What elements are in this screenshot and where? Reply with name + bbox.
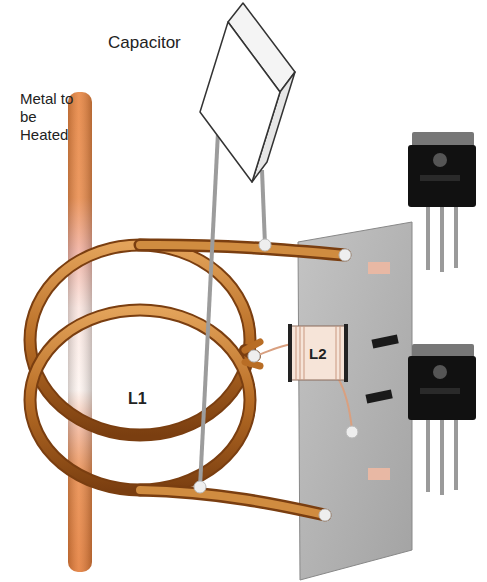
transistor [408,132,476,272]
part-name: L1 [128,390,147,408]
transistor [408,344,476,495]
solder-pad [368,262,390,274]
capacitor-lead [200,132,218,487]
diode [371,334,398,348]
inductor-coil [255,324,352,430]
part-name: Capacitor [108,33,181,53]
diode [365,389,392,403]
part-name: L2 [308,345,328,362]
solder-pad [368,468,390,480]
circuit-board [298,222,412,580]
work-coil [30,245,345,515]
part-name: Metal to be Heated [20,90,76,144]
connection-dot [194,239,358,521]
capacitor-lead [262,170,265,245]
capacitor-body [200,3,295,182]
